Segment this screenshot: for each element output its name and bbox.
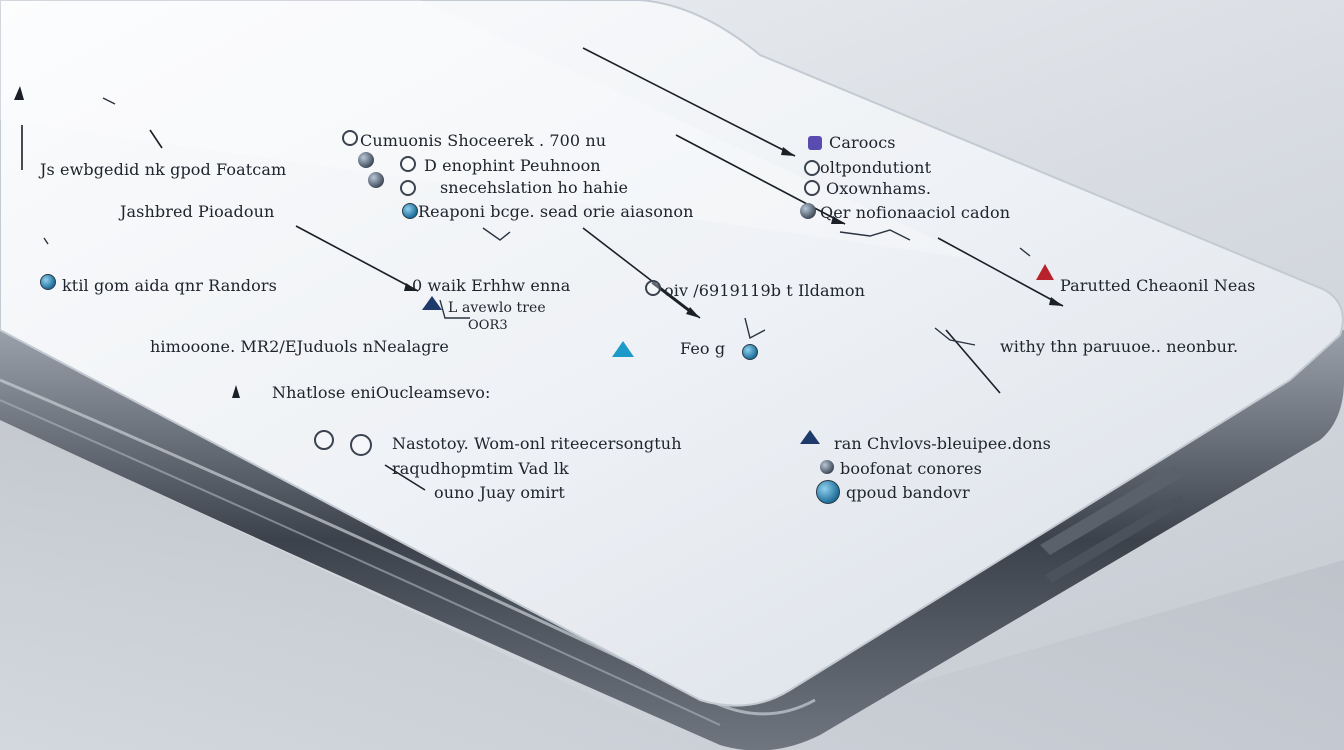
side-button bbox=[1045, 495, 1186, 583]
label-right-2: withy thn paruuoe.. neonbur. bbox=[1000, 337, 1239, 356]
ring-icon bbox=[314, 430, 334, 450]
circle-icon bbox=[40, 274, 56, 290]
label-top-right-2: oltpondutiont bbox=[820, 158, 932, 177]
device-screen bbox=[0, 0, 1344, 707]
circle-icon bbox=[358, 152, 374, 168]
wedge-icon bbox=[800, 430, 820, 444]
circle-icon bbox=[820, 460, 834, 474]
label-mid-4: oiv /6919119b t Ildamon bbox=[664, 281, 865, 300]
label-left-3: ktil gom aida qnr Randors bbox=[62, 276, 277, 295]
label-left-4: himooone. MR2/EJuduols nNealagre bbox=[150, 337, 449, 356]
side-button bbox=[1040, 465, 1185, 555]
circle-icon bbox=[816, 480, 840, 504]
label-mid-1: 0 waik Erhhw enna bbox=[412, 276, 571, 295]
ring-icon bbox=[342, 130, 358, 146]
arrow-head bbox=[1049, 297, 1063, 306]
label-top-center-1: Cumuonis Shoceerek . 700 nu bbox=[360, 131, 607, 150]
label-bottom-mid-1: Nastotoy. Wom-onl riteecersongtuh bbox=[392, 434, 682, 453]
label-mid-3: OOR3 bbox=[468, 318, 508, 333]
label-mid-2: L avewlo tree bbox=[448, 300, 546, 316]
ring-icon bbox=[804, 180, 820, 196]
label-bottom-mid-2: raqudhopmtim Vad lk bbox=[392, 459, 569, 478]
label-top-right-1: Caroocs bbox=[829, 133, 896, 152]
arrow-line bbox=[149, 129, 163, 149]
arrow-line bbox=[937, 237, 1064, 307]
label-bottom-right-2: boofonat conores bbox=[840, 459, 982, 478]
arrow-line bbox=[582, 227, 701, 319]
arrow-head bbox=[232, 385, 240, 398]
ring-icon bbox=[400, 180, 416, 196]
ring-icon bbox=[645, 280, 661, 296]
ring-icon bbox=[400, 156, 416, 172]
arrow-heads bbox=[14, 86, 1063, 398]
label-mid-5: Feo g bbox=[680, 339, 726, 358]
label-bottom-right-1: ran Chvlovs-bleuipee.dons bbox=[834, 434, 1051, 453]
label-top-right-3: Oxownhams. bbox=[826, 179, 932, 198]
circle-icon bbox=[742, 344, 758, 360]
label-left-1: Js ewbgedid nk gpod Foatcam bbox=[40, 160, 287, 179]
arrow-line bbox=[582, 47, 796, 157]
label-bottom-right-3: qpoud bandovr bbox=[846, 483, 970, 502]
arrow-head bbox=[686, 307, 700, 318]
label-top-center-4: Reaponi bcge. sead orie aiasonon bbox=[418, 202, 694, 221]
label-left-2: Jashbred Pioadoun bbox=[120, 202, 275, 221]
badge-icon bbox=[808, 136, 822, 150]
wedge-icon bbox=[612, 341, 634, 357]
arrow-line bbox=[675, 134, 846, 225]
label-left-5: Nhatlose eniOucleamsevo: bbox=[272, 383, 491, 402]
label-top-center-2: D enophint Peuhnoon bbox=[424, 156, 601, 175]
ring-icon bbox=[804, 160, 820, 176]
circle-icon bbox=[402, 203, 418, 219]
circle-icon bbox=[368, 172, 384, 188]
label-bottom-mid-3: ouno Juay omirt bbox=[434, 483, 565, 502]
flag-icon bbox=[422, 296, 442, 310]
ring-icon bbox=[350, 434, 372, 456]
arrow-head bbox=[404, 283, 418, 291]
label-top-center-3: snecehslation ho hahie bbox=[440, 178, 629, 197]
arrow-line bbox=[295, 225, 419, 292]
arrow-head bbox=[14, 86, 24, 100]
label-right-1: Parutted Cheaonil Neas bbox=[1060, 276, 1256, 295]
arrow-head bbox=[831, 216, 845, 224]
device-shadow bbox=[0, 420, 1344, 750]
arrow-line bbox=[384, 464, 426, 491]
flag-icon bbox=[1036, 264, 1054, 280]
annotation-lines bbox=[21, 47, 1064, 491]
circle-icon bbox=[800, 203, 816, 219]
arrow-head bbox=[781, 147, 795, 156]
label-top-right-4: Qer nofionaaciol cadon bbox=[820, 203, 1011, 222]
